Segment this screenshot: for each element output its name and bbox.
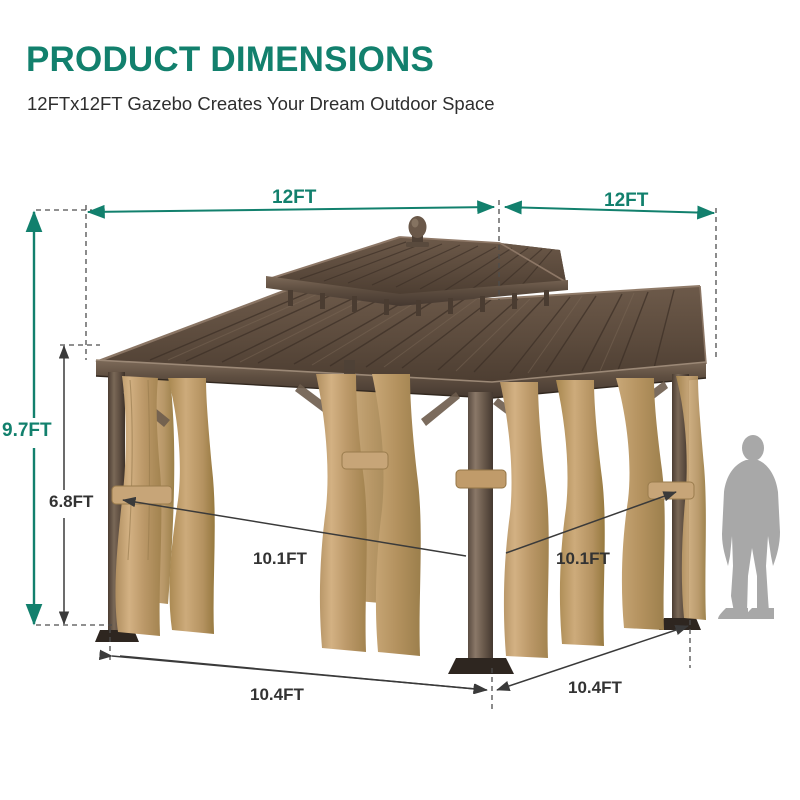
page-subtitle: 12FTx12FT Gazebo Creates Your Dream Outd…	[27, 93, 495, 114]
dimension-label-bottom-right: 10.4FT	[568, 678, 622, 697]
dimension-label-mid-right: 10.1FT	[556, 549, 610, 568]
dimension-label-top-right: 12FT	[604, 190, 649, 211]
dimension-label-bottom-left: 10.4FT	[250, 685, 304, 704]
curtain-panels	[111, 374, 706, 658]
dim-line-top-left	[86, 200, 496, 219]
dimension-label-height-inner: 6.8FT	[49, 492, 94, 511]
dim-line-mid-right	[505, 491, 677, 554]
roof-finial	[406, 216, 429, 247]
curtain-tiebacks	[111, 451, 695, 505]
dim-line-mid-left	[122, 496, 467, 557]
dim-line-top-right	[503, 200, 716, 220]
human-silhouette-scale	[718, 435, 780, 619]
dim-line-bottom-left-head	[119, 655, 487, 695]
dimension-label-height-outer: 9.7FT	[2, 420, 52, 441]
roof-upper-tier	[266, 236, 568, 316]
page-title: PRODUCT DIMENSIONS	[26, 40, 435, 79]
dim-line-bottom-right	[496, 625, 689, 691]
gazebo-graphic	[95, 216, 707, 674]
dimension-label-top-left: 12FT	[272, 187, 317, 208]
dimension-lines	[25, 200, 717, 712]
dimension-label-mid-left: 10.1FT	[253, 549, 307, 568]
